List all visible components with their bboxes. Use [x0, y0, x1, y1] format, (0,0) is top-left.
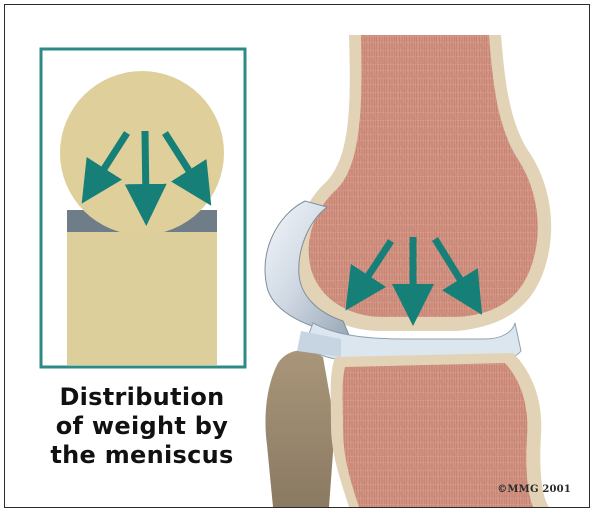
caption-line-1: Distribution	[27, 383, 257, 412]
fibula	[265, 350, 335, 507]
caption-line-3: the meniscus	[27, 441, 257, 470]
inset-arrow-center	[145, 131, 146, 205]
copyright-credit: ©MMG 2001	[497, 484, 571, 495]
inset-block	[67, 231, 217, 365]
caption: Distribution of weight by the meniscus	[27, 383, 257, 470]
diagram-frame: Distribution of weight by the meniscus ©…	[4, 4, 590, 508]
caption-line-2: of weight by	[27, 412, 257, 441]
inset-panel	[41, 49, 245, 367]
knee-anatomy	[265, 35, 551, 507]
